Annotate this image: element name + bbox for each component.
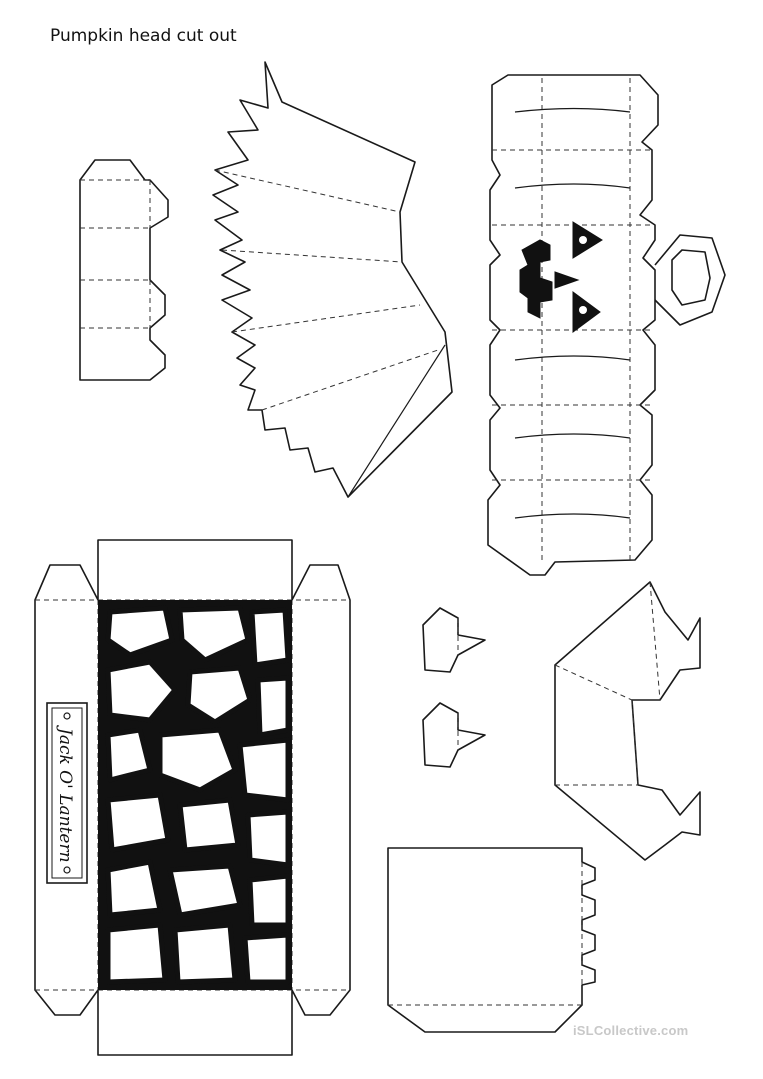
box-piece [387, 847, 596, 1033]
pumpkin-eye-upper [572, 221, 603, 259]
pumpkin-mouth [519, 239, 553, 319]
page-title: Pumpkin head cut out [50, 26, 237, 46]
watermark-text: iSLCollective.com [573, 1023, 689, 1038]
plaque-text: Jack O' Lantern [55, 725, 75, 863]
pumpkin-eye-lower [572, 291, 601, 333]
stand-piece [554, 581, 701, 861]
lantern-stone-panel: Jack O' Lantern [34, 539, 351, 1056]
pumpkin-nose [554, 271, 580, 289]
pumpkin-body-strip [487, 74, 726, 576]
name-plaque [46, 702, 88, 884]
small-gem-pieces [422, 607, 486, 768]
jagged-fan-piece [212, 61, 453, 498]
tab-strip-piece [79, 159, 169, 381]
